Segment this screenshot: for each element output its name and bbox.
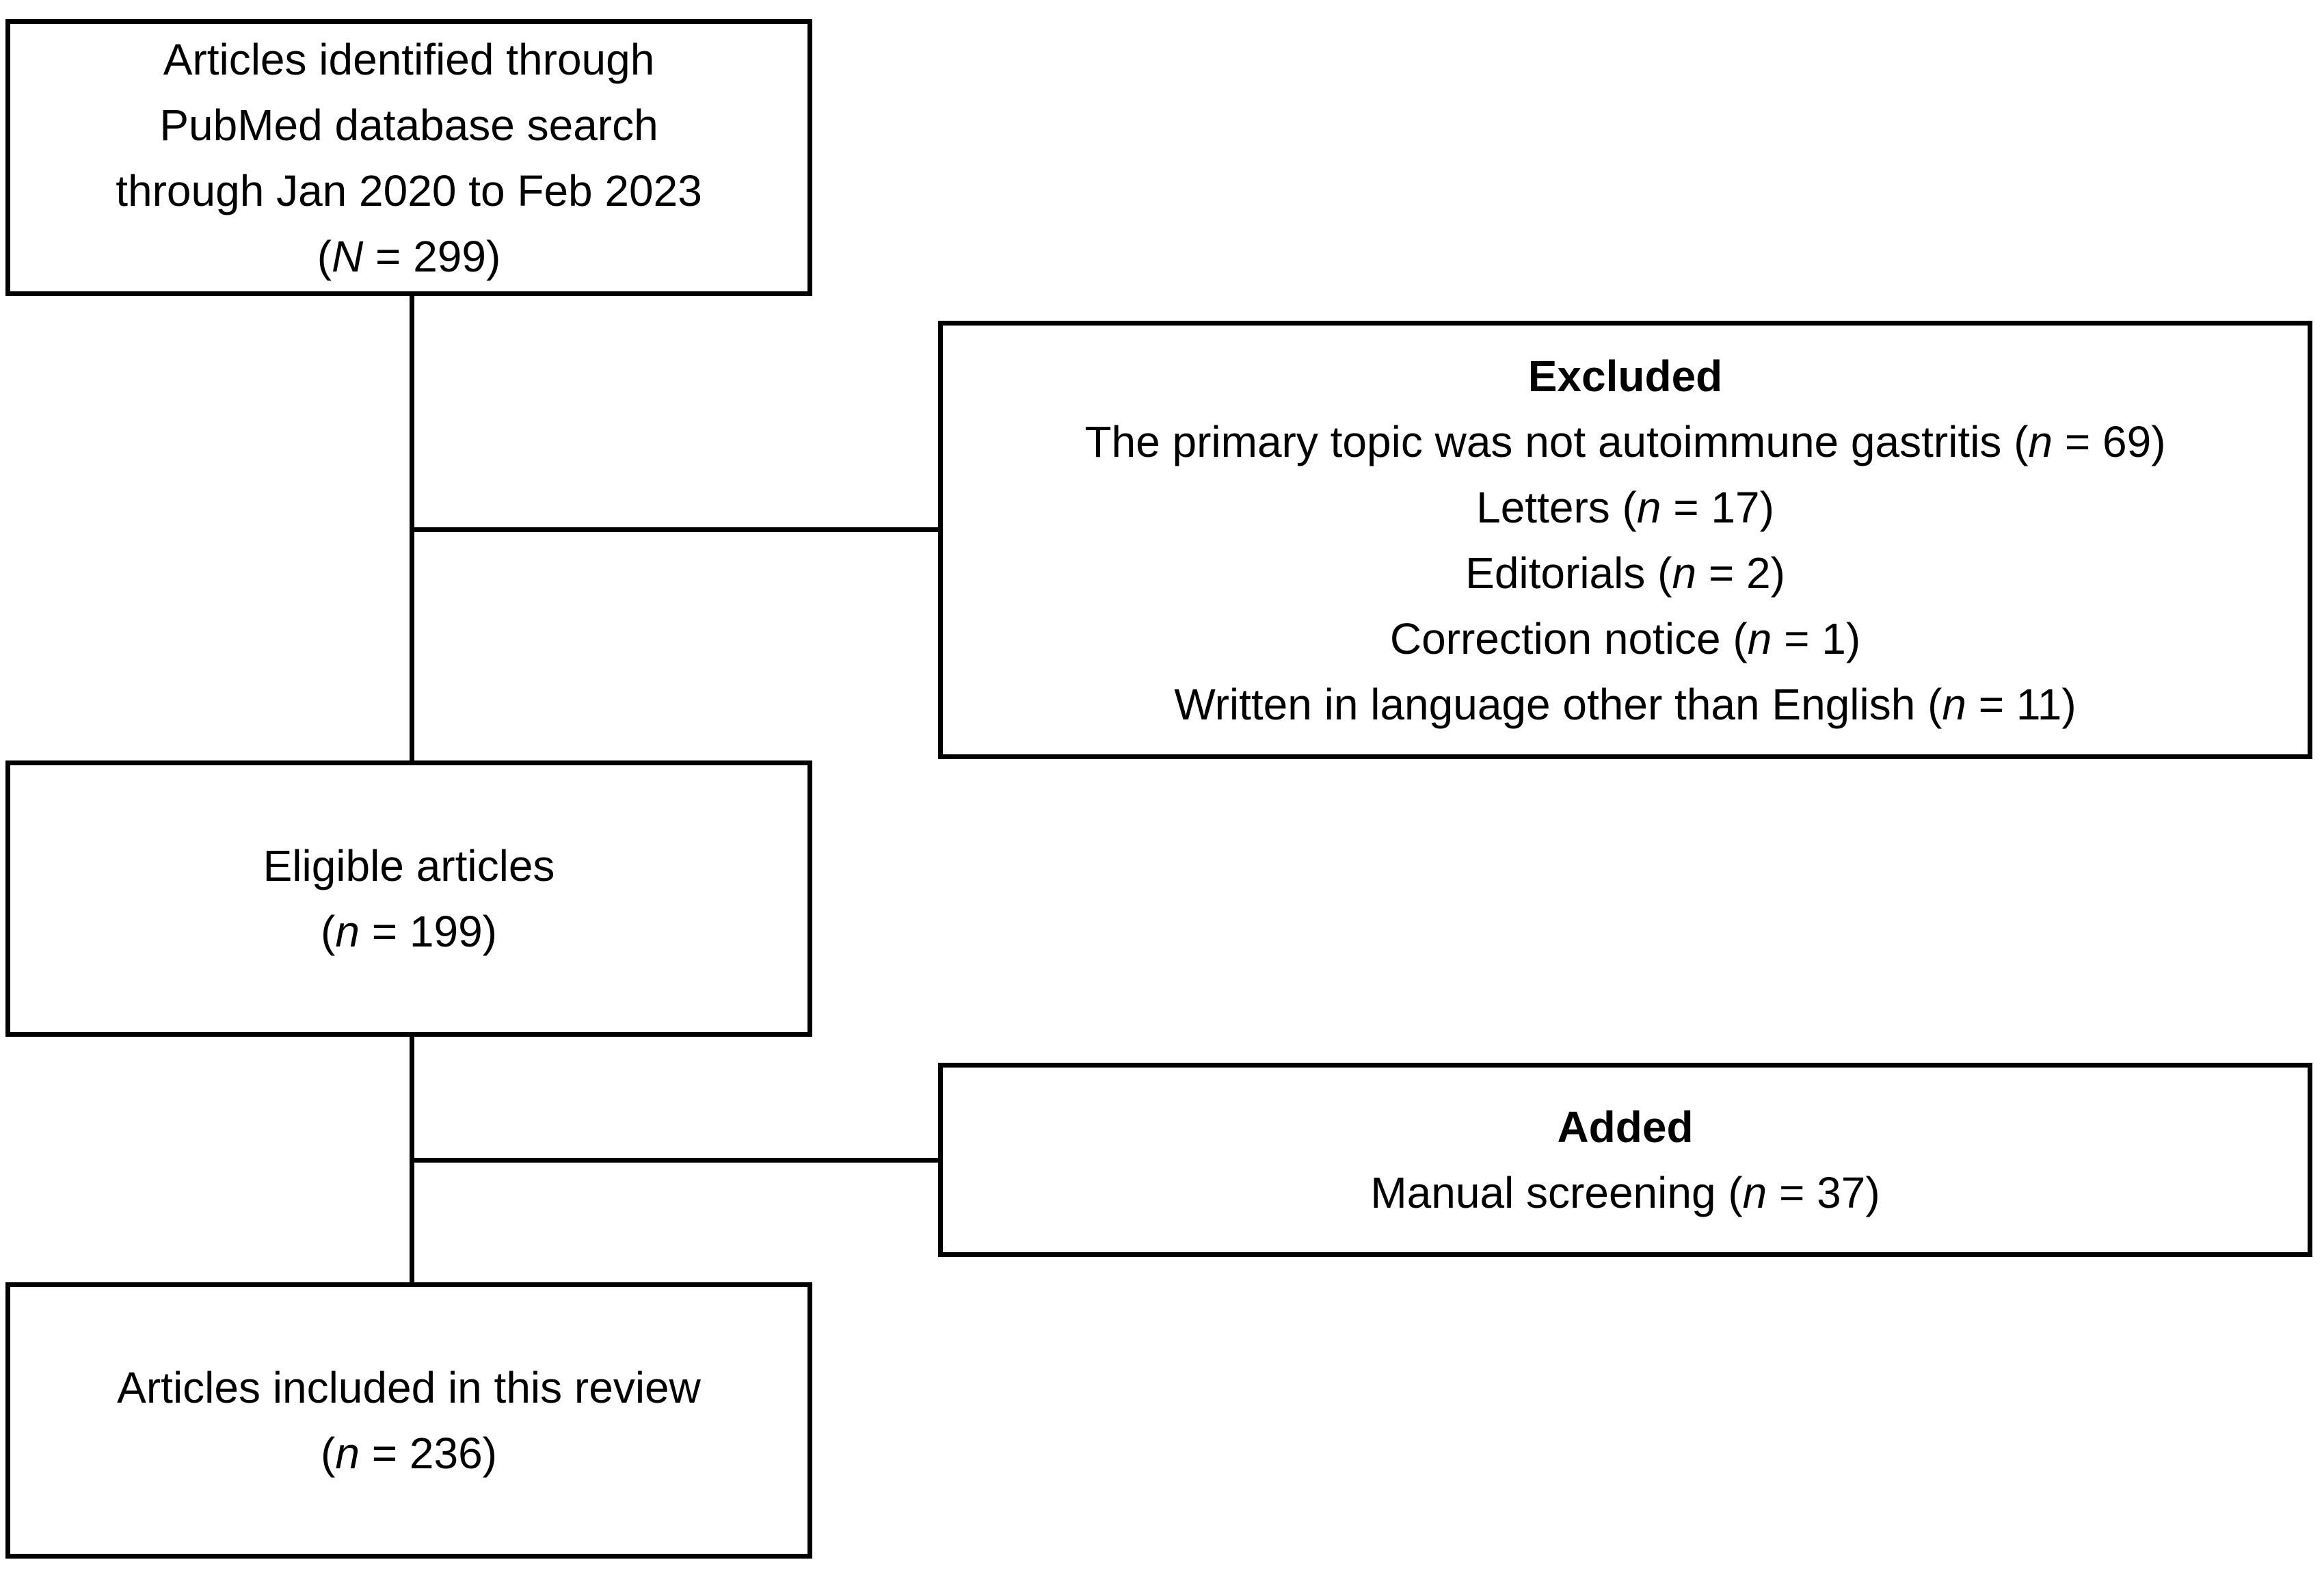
box-text-line: PubMed database search	[159, 100, 658, 150]
count-suffix: = 17)	[1661, 482, 1774, 532]
item-text: The primary topic was not autoimmune gas…	[1084, 416, 2029, 466]
count-suffix: = 2)	[1696, 548, 1785, 598]
added-item: Manual screening (n = 37)	[1370, 1160, 1880, 1226]
excluded-item: Letters (n = 17)	[1476, 475, 1774, 540]
count-suffix: = 69)	[2053, 416, 2166, 466]
connector-horizontal-to-added	[414, 1158, 938, 1163]
count-variable: n	[335, 907, 360, 956]
count-variable: n	[1747, 613, 1772, 663]
count-prefix: (	[321, 1429, 336, 1478]
count-variable: n	[1672, 548, 1697, 598]
excluded-item: Correction notice (n = 1)	[1390, 606, 1860, 672]
box-excluded: Excluded The primary topic was not autoi…	[938, 321, 2312, 759]
box-articles-included: Articles included in this review (n = 23…	[5, 1282, 812, 1559]
count-prefix: (	[317, 231, 332, 281]
item-text: Written in language other than English (	[1174, 679, 1942, 729]
box-count-line: (n = 236)	[321, 1420, 497, 1486]
item-text: Letters (	[1476, 482, 1637, 532]
excluded-item: Written in language other than English (…	[1174, 672, 2076, 737]
count-suffix: = 299)	[363, 231, 501, 281]
count-variable: n	[335, 1429, 360, 1478]
box-count-line: (n = 199)	[321, 899, 497, 964]
box-added: Added Manual screening (n = 37)	[938, 1063, 2312, 1257]
item-text: Manual screening (	[1370, 1168, 1743, 1217]
box-text-line: Articles included in this review	[117, 1363, 701, 1412]
box-eligible-articles: Eligible articles (n = 199)	[5, 760, 812, 1037]
count-variable: n	[1942, 679, 1966, 729]
excluded-item: The primary topic was not autoimmune gas…	[1084, 409, 2165, 475]
connector-vertical-identified-to-eligible	[410, 295, 414, 760]
item-text: Editorials (	[1465, 548, 1672, 598]
added-title: Added	[1557, 1102, 1694, 1152]
box-articles-identified: Articles identified through PubMed datab…	[5, 19, 812, 296]
item-text: Correction notice (	[1389, 613, 1748, 663]
count-suffix: = 37)	[1767, 1168, 1880, 1217]
count-suffix: = 11)	[1966, 679, 2076, 729]
excluded-item: Editorials (n = 2)	[1465, 540, 1785, 606]
connector-vertical-eligible-to-included	[410, 1036, 414, 1282]
excluded-title: Excluded	[1527, 351, 1723, 401]
count-variable: n	[1636, 482, 1661, 532]
box-text-line: through Jan 2020 to Feb 2023	[116, 166, 702, 215]
box-text-line: Articles identified through	[163, 34, 655, 84]
count-suffix: = 1)	[1772, 613, 1861, 663]
count-suffix: = 236)	[359, 1429, 497, 1478]
count-prefix: (	[321, 907, 336, 956]
box-count-line: (N = 299)	[317, 224, 501, 289]
count-variable: n	[2028, 416, 2053, 466]
count-variable: N	[332, 231, 364, 281]
connector-horizontal-to-excluded	[414, 527, 938, 532]
box-text-line: Eligible articles	[263, 841, 555, 890]
count-variable: n	[1742, 1168, 1767, 1217]
count-suffix: = 199)	[359, 907, 497, 956]
